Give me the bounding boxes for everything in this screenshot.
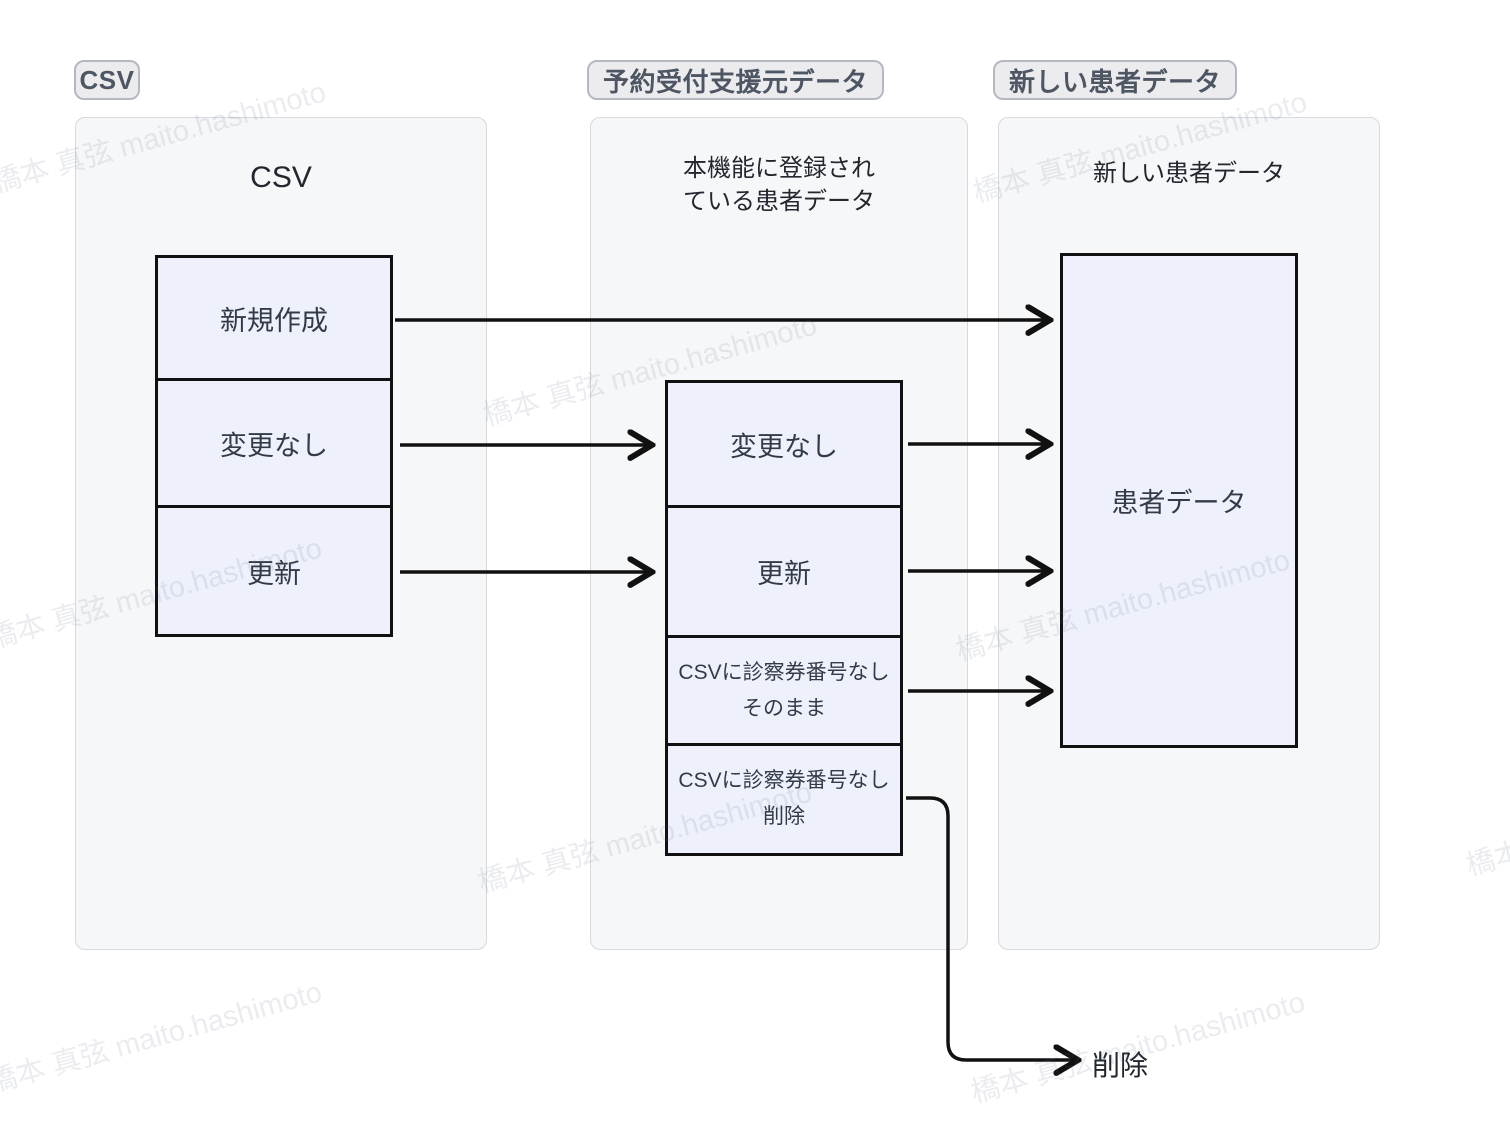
node-new-create: 新規作成 — [155, 255, 393, 381]
node-no-card-number-delete: CSVに診察券番号なし 削除 — [665, 742, 903, 856]
node-no-card-number-keep: CSVに診察券番号なし そのまま — [665, 635, 903, 746]
csv-title: CSV — [250, 161, 312, 194]
node-label: 更新 — [247, 558, 301, 589]
group-badge-new-patient: 新しい患者データ — [993, 60, 1237, 100]
new-patient-title: 新しい患者データ — [1093, 160, 1285, 187]
node-label: 変更なし — [730, 431, 838, 462]
node-csv-no-change: 変更なし — [155, 377, 393, 509]
badge-label: 新しい患者データ — [1008, 66, 1221, 97]
node-source-no-change: 変更なし — [665, 380, 903, 508]
badge-label: CSV — [79, 64, 135, 95]
node-label-line2: 削除 — [763, 805, 805, 828]
group-badge-source: 予約受付支援元データ — [587, 60, 884, 100]
node-label-line2: そのまま — [742, 696, 826, 720]
node-csv-update: 更新 — [155, 505, 393, 637]
node-label-line1: CSVに診察券番号なし — [678, 769, 890, 792]
badge-label: 予約受付支援元データ — [602, 66, 868, 97]
watermark-text: 橋本 真弦 maito.hashimoto — [1462, 759, 1510, 883]
delete-end-label: 削除 — [1092, 1050, 1149, 1081]
node-label: 新規作成 — [220, 305, 328, 336]
source-title-line1: 本機能に登録され — [683, 155, 875, 182]
node-label: 患者データ — [1111, 488, 1247, 518]
group-badge-csv: CSV — [74, 60, 140, 100]
source-title: 本機能に登録され ている患者データ — [590, 152, 968, 218]
node-label: 変更なし — [220, 430, 328, 461]
node-label-line1: CSVに診察券番号なし — [678, 660, 890, 684]
node-label: 更新 — [757, 559, 811, 589]
watermark-text: 橋本 真弦 maito.hashimoto — [0, 976, 326, 1100]
source-title-line2: ている患者データ — [683, 188, 875, 215]
node-patient-data: 患者データ — [1060, 253, 1298, 748]
node-source-update: 更新 — [665, 504, 903, 639]
